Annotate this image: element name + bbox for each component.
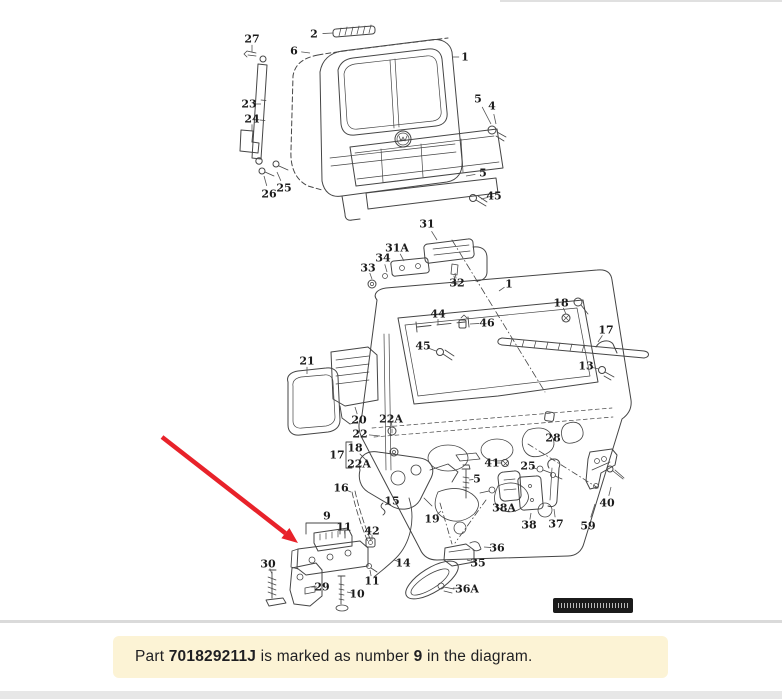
part-number-label-25: 25 xyxy=(520,459,536,473)
part-number-label-5: 5 xyxy=(474,92,482,106)
part-number-label-22A: 22A xyxy=(347,457,371,471)
part-number-label-45: 45 xyxy=(486,189,502,203)
part-number-label-38: 38 xyxy=(521,518,537,532)
part-number-label-23: 23 xyxy=(241,97,257,111)
part-number-label-13: 13 xyxy=(578,359,594,373)
part-number-label-10: 10 xyxy=(349,587,365,601)
part-number-label-32: 32 xyxy=(449,276,465,290)
part-number-label-34: 34 xyxy=(375,251,391,265)
part-number-label-17: 17 xyxy=(329,448,345,462)
part-number-label-20: 20 xyxy=(351,413,367,427)
caption-highlight: 701829211J xyxy=(168,648,257,665)
caption-segment: in the diagram. xyxy=(422,648,533,665)
part-number-label-28: 28 xyxy=(545,431,561,445)
part-number-label-45: 45 xyxy=(415,339,431,353)
part-number-label-4: 4 xyxy=(488,99,496,113)
part-number-label-5: 5 xyxy=(473,472,481,486)
part-number-label-36: 36 xyxy=(489,541,505,555)
part-number-label-22A: 22A xyxy=(379,412,403,426)
part-number-label-37: 37 xyxy=(548,517,564,531)
part-number-label-5: 5 xyxy=(479,166,487,180)
part-number-label-1: 1 xyxy=(461,50,469,64)
part-number-label-24: 24 xyxy=(244,112,260,126)
caption-text: Part 701829211J is marked as number 9 in… xyxy=(135,648,533,666)
part-number-label-38A: 38A xyxy=(492,501,516,515)
part-number-label-30: 30 xyxy=(260,557,276,571)
part-number-label-25: 25 xyxy=(276,181,292,195)
part-number-label-18: 18 xyxy=(347,441,363,455)
part-number-label-22: 22 xyxy=(352,427,368,441)
caption: Part 701829211J is marked as number 9 in… xyxy=(113,636,668,678)
part-number-label-40: 40 xyxy=(599,496,615,510)
part-number-label-2: 2 xyxy=(310,27,318,41)
part-number-label-36A: 36A xyxy=(455,582,479,596)
part-number-label-6: 6 xyxy=(290,44,298,58)
part-number-label-59: 59 xyxy=(580,519,596,533)
part-number-label-41: 41 xyxy=(484,456,500,470)
top-edge-line xyxy=(500,0,782,2)
part-number-label-15: 15 xyxy=(384,494,400,508)
red-pointer-arrowhead xyxy=(281,528,298,543)
watermark xyxy=(553,598,633,613)
part-number-label-14: 14 xyxy=(395,556,411,570)
section-separator xyxy=(0,620,782,623)
red-pointer-arrow xyxy=(160,435,287,535)
part-number-label-46: 46 xyxy=(479,316,495,330)
part-number-label-21: 21 xyxy=(299,354,315,368)
part-number-label-1: 1 xyxy=(505,277,513,291)
part-number-label-31: 31 xyxy=(419,217,435,231)
part-number-label-33: 33 xyxy=(360,261,376,275)
part-number-label-29: 29 xyxy=(314,580,330,594)
part-number-label-16: 16 xyxy=(333,481,349,495)
part-number-label-31A: 31A xyxy=(385,241,409,255)
part-number-label-27: 27 xyxy=(244,32,260,46)
caption-segment: Part xyxy=(135,648,169,665)
caption-segment: is marked as number xyxy=(256,648,414,665)
part-number-label-44: 44 xyxy=(430,307,446,321)
part-number-label-19: 19 xyxy=(424,512,440,526)
part-number-label-18: 18 xyxy=(553,296,569,310)
part-number-label-35: 35 xyxy=(470,556,486,570)
part-number-label-9: 9 xyxy=(323,509,331,523)
part-number-label-17: 17 xyxy=(598,323,614,337)
part-number-label-11: 11 xyxy=(336,520,352,534)
caption-highlight: 9 xyxy=(413,648,423,665)
bottom-page-strip xyxy=(0,691,782,699)
part-number-label-11: 11 xyxy=(364,574,380,588)
part-number-label-42: 42 xyxy=(364,524,380,538)
part-number-label-26: 26 xyxy=(261,187,277,201)
